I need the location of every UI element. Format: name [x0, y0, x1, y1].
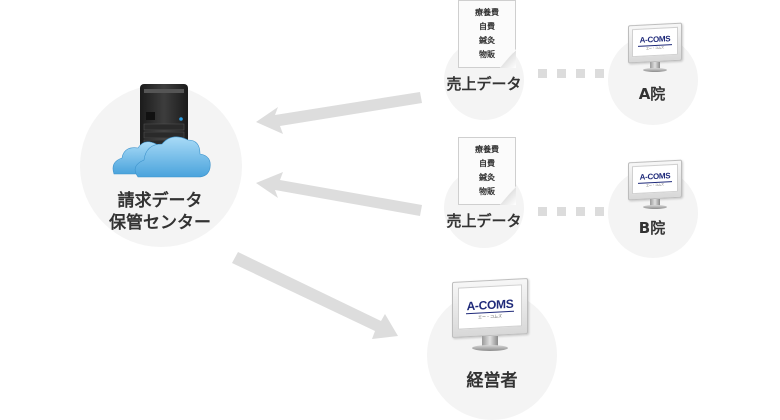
document-line: 自費 — [479, 159, 495, 168]
document-line: 鍼灸 — [479, 173, 495, 182]
document-line: 鍼灸 — [479, 36, 495, 45]
cloud-shape — [112, 136, 211, 178]
sales-node-2-label: 売上データ — [446, 212, 522, 230]
clinic-b-label: B院 — [638, 219, 666, 237]
center-node-label-line-1: 請求データ — [117, 191, 203, 211]
monitor-icon: A-COMS エー・コムズ — [628, 159, 682, 211]
document-line: 療養費 — [475, 145, 499, 154]
clinic-a-label: A院 — [638, 85, 666, 103]
screen-subtitle: エー・コムズ — [645, 45, 664, 51]
center-node-label: 請求データ 保管センター — [100, 190, 220, 234]
connector-sales-a-to-clinic-a — [538, 69, 604, 78]
flow-arrow-sales-b — [256, 172, 422, 216]
connector-dot — [576, 69, 585, 78]
document-icon: 療養費 自費 鍼灸 物販 — [458, 137, 516, 205]
manager-label: 経営者 — [466, 371, 518, 391]
flow-arrow-sales-a — [256, 92, 422, 134]
document-line: 療養費 — [475, 8, 499, 17]
connector-dot — [538, 207, 547, 216]
monitor-icon: A-COMS エー・コムズ — [452, 278, 528, 356]
connector-dot — [557, 69, 566, 78]
connector-sales-b-to-clinic-b — [538, 207, 604, 216]
document-icon: 療養費 自費 鍼灸 物販 — [458, 0, 516, 68]
connector-dot — [595, 207, 604, 216]
monitor-icon: A-COMS エー・コムズ — [628, 22, 682, 74]
document-line: 物販 — [479, 187, 495, 196]
cloud-server-icon — [112, 84, 211, 178]
connector-dot — [538, 69, 547, 78]
sales-node-1-label: 売上データ — [446, 75, 522, 93]
server-led — [179, 117, 183, 121]
connector-dot — [557, 207, 566, 216]
connector-dot — [595, 69, 604, 78]
document-line: 物販 — [479, 50, 495, 59]
center-node-label-line-2: 保管センター — [109, 213, 211, 233]
screen-subtitle: エー・コムズ — [645, 182, 664, 188]
connector-dot — [576, 207, 585, 216]
flow-arrow-manager — [232, 252, 398, 339]
document-line: 自費 — [479, 22, 495, 31]
